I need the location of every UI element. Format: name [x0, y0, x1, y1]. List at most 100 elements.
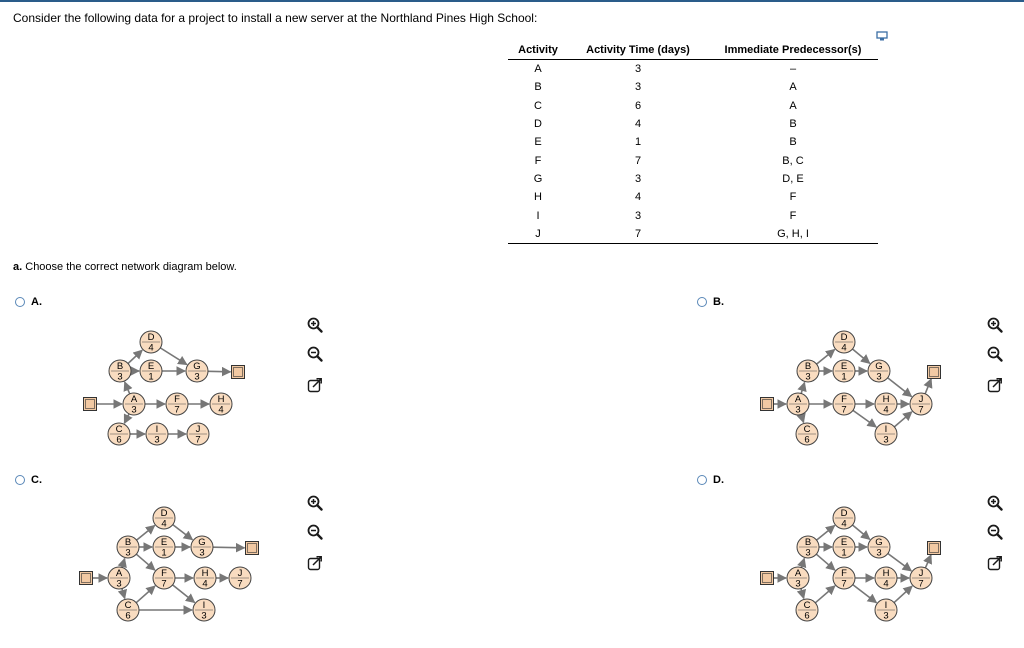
- activity-node-g: G3: [867, 359, 891, 383]
- edge-G-FIN: [207, 366, 232, 377]
- option-c[interactable]: C.: [15, 474, 42, 486]
- cell-time: 4: [634, 118, 642, 131]
- edge-A-B: [123, 381, 133, 395]
- activity-node-c: C6: [795, 422, 819, 446]
- svg-text:3: 3: [795, 405, 800, 416]
- svg-text:6: 6: [125, 611, 130, 622]
- open-external-icon[interactable]: [306, 376, 324, 394]
- svg-text:7: 7: [195, 435, 200, 446]
- cell-activity: J: [508, 224, 568, 244]
- option-d-radio[interactable]: [697, 475, 707, 485]
- svg-text:3: 3: [876, 372, 881, 383]
- open-external-icon[interactable]: [986, 554, 1004, 572]
- activity-node-i: I3: [874, 598, 898, 622]
- option-d[interactable]: D.: [697, 474, 724, 486]
- option-b[interactable]: B.: [697, 296, 724, 308]
- finish-node: [927, 365, 941, 379]
- activity-node-b: B3: [796, 359, 820, 383]
- edge-A-C: [796, 588, 807, 600]
- edge-D-G: [851, 348, 871, 364]
- svg-text:E: E: [841, 537, 847, 548]
- svg-text:7: 7: [918, 579, 923, 590]
- zoom-out-icon[interactable]: [986, 345, 1004, 363]
- activity-node-g: G3: [867, 535, 891, 559]
- activity-node-c: C6: [116, 598, 140, 622]
- start-node: [79, 571, 93, 585]
- cell-activity: D: [534, 118, 542, 131]
- svg-text:B: B: [805, 361, 811, 372]
- cell-predecessor: –: [789, 63, 797, 76]
- edge-B-F: [135, 553, 156, 571]
- svg-text:3: 3: [154, 435, 159, 446]
- svg-text:C: C: [804, 600, 811, 611]
- cell-activity: B: [534, 81, 542, 94]
- activity-node-a: A3: [122, 392, 146, 416]
- svg-text:4: 4: [202, 579, 207, 590]
- svg-text:7: 7: [841, 405, 846, 416]
- cell-predecessor: B: [789, 136, 797, 149]
- svg-text:A: A: [795, 394, 802, 405]
- zoom-in-icon[interactable]: [306, 494, 324, 512]
- zoom-in-icon[interactable]: [306, 316, 324, 334]
- expand-icon[interactable]: [876, 30, 888, 42]
- activity-node-h: H4: [874, 392, 898, 416]
- activity-node-e: E1: [832, 359, 856, 383]
- svg-text:C: C: [804, 424, 811, 435]
- cell-time: 4: [634, 191, 642, 204]
- svg-text:4: 4: [841, 343, 846, 354]
- svg-text:A: A: [795, 568, 802, 579]
- option-c-label: C.: [31, 474, 42, 486]
- svg-text:G: G: [875, 537, 882, 548]
- edge-F-I: [172, 584, 196, 604]
- svg-text:3: 3: [194, 372, 199, 383]
- table-row: D 4 B: [508, 115, 878, 133]
- cell-time: 7: [568, 224, 708, 244]
- header-predecessors: Immediate Predecessor(s): [708, 42, 878, 60]
- option-b-label: B.: [713, 296, 724, 308]
- cell-time: 6: [634, 99, 642, 112]
- activity-node-d: D4: [832, 330, 856, 354]
- open-external-icon[interactable]: [306, 554, 324, 572]
- zoom-out-icon[interactable]: [306, 523, 324, 541]
- open-external-icon[interactable]: [986, 376, 1004, 394]
- cell-time: 3: [634, 209, 642, 222]
- option-a-radio[interactable]: [15, 297, 25, 307]
- zoom-in-icon[interactable]: [986, 316, 1004, 334]
- zoom-out-icon[interactable]: [986, 523, 1004, 541]
- svg-text:E: E: [148, 361, 154, 372]
- svg-text:7: 7: [841, 579, 846, 590]
- zoom-out-icon[interactable]: [306, 345, 324, 363]
- cell-predecessor: B: [789, 118, 797, 131]
- svg-text:4: 4: [883, 579, 888, 590]
- cell-activity: C: [534, 99, 542, 112]
- edge-D-G: [172, 524, 194, 541]
- part-text: Choose the correct network diagram below…: [25, 261, 237, 273]
- zoom-in-icon[interactable]: [986, 494, 1004, 512]
- svg-text:D: D: [841, 508, 848, 519]
- svg-text:7: 7: [174, 405, 179, 416]
- option-c-radio[interactable]: [15, 475, 25, 485]
- edge-F-I: [852, 409, 878, 428]
- svg-text:I: I: [203, 600, 206, 611]
- svg-text:H: H: [218, 394, 225, 405]
- activity-node-b: B3: [108, 359, 132, 383]
- option-a[interactable]: A.: [15, 296, 42, 308]
- activity-node-h: H4: [209, 392, 233, 416]
- svg-text:C: C: [125, 600, 132, 611]
- cell-activity: A: [534, 63, 542, 76]
- activity-node-d: D4: [152, 506, 176, 530]
- svg-text:3: 3: [883, 611, 888, 622]
- activity-node-j: J7: [186, 422, 210, 446]
- svg-text:J: J: [238, 568, 243, 579]
- activity-node-g: G3: [190, 535, 214, 559]
- cell-predecessor: G, H, I: [708, 224, 878, 244]
- option-b-radio[interactable]: [697, 297, 707, 307]
